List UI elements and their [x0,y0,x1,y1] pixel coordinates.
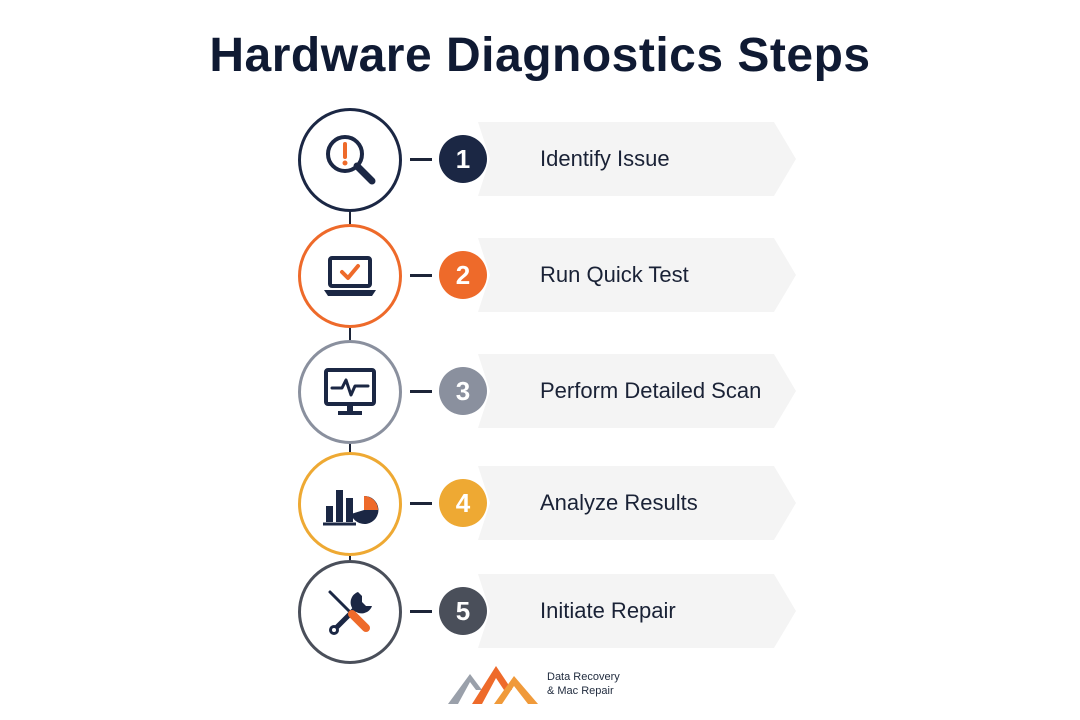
step-dash [410,158,432,161]
step-number-badge: 3 [439,367,487,415]
monitor-pulse-icon [324,368,376,415]
step-number-badge: 2 [439,251,487,299]
step-icon-circle [298,108,402,212]
brand-logo: Data Recovery & Mac Repair [446,660,646,706]
step-dash [410,390,432,393]
wrench-screwdriver-icon [328,590,372,635]
page-title: Hardware Diagnostics Steps [209,29,871,82]
step-number-badge: 1 [439,135,487,183]
step-banner: Perform Detailed Scan [478,354,796,428]
step-dash [410,502,432,505]
step-label: Identify Issue [540,146,670,171]
step-number-badge: 5 [439,587,487,635]
banner-shape [478,466,796,540]
step-label: Initiate Repair [540,598,676,623]
connector-line [349,326,351,342]
banner-shape [478,354,796,428]
brand-line-1: Data Recovery [547,671,620,683]
step-dash [410,274,432,277]
connector-line [349,210,351,230]
step-4: 4 Analyze Results [0,452,1080,556]
banner-shape [478,238,796,312]
step-2: 2 Run Quick Test [0,224,1080,328]
banner-shape [478,122,796,196]
chart-pie-icon [323,490,379,526]
step-icon-circle [298,560,402,664]
step-5: 5 Initiate Repair [0,560,1080,664]
step-banner: Identify Issue [478,122,796,196]
step-number-badge: 4 [439,479,487,527]
step-icon-circle [298,224,402,328]
step-1: 1 Identify Issue [0,108,1080,212]
brand-line-2: & Mac Repair [547,685,614,697]
step-3: 3 Perform Detailed Scan [0,340,1080,444]
banner-shape [478,574,796,648]
step-icon-circle [298,452,402,556]
magnifier-alert-icon [326,135,376,185]
step-dash [410,610,432,613]
connector-line [349,552,351,564]
step-banner: Initiate Repair [478,574,796,648]
step-banner: Analyze Results [478,466,796,540]
step-icon-circle [298,340,402,444]
mountain-peaks-logo [448,666,538,704]
step-label: Analyze Results [540,490,698,515]
brand-name: Data Recovery & Mac Repair [547,670,620,698]
laptop-check-icon [324,256,376,296]
step-banner: Run Quick Test [478,238,796,312]
connector-line [349,440,351,454]
step-label: Perform Detailed Scan [540,378,762,403]
step-label: Run Quick Test [540,262,689,287]
